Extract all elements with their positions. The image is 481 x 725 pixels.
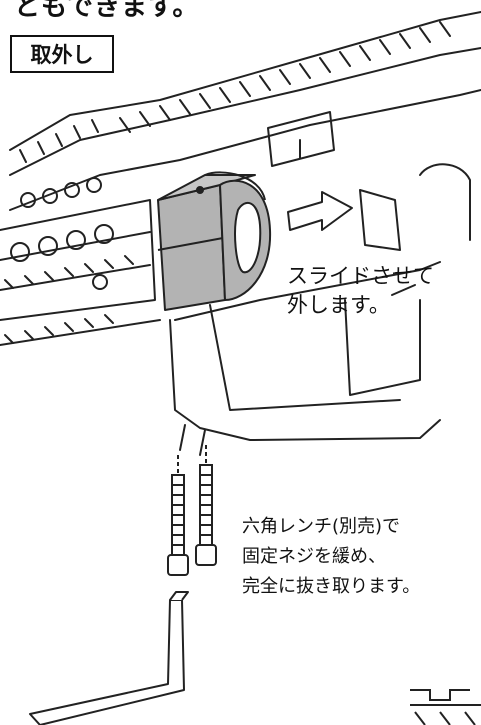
- hex-wrench-icon: [29, 591, 189, 725]
- slide-leader-line: [391, 284, 416, 296]
- wrench-caption: 六角レンチ(別売)で 固定ネジを緩め、 完全に抜き取ります。: [242, 512, 421, 602]
- screws-icon: [167, 445, 217, 576]
- section-label-removal: 取外し: [10, 35, 114, 73]
- handguard: [0, 177, 161, 346]
- corner-detail: [410, 689, 481, 725]
- slide-caption-line-1: スライドさせて: [287, 264, 434, 288]
- wrench-caption-line-1: 六角レンチ(別売)で: [242, 516, 401, 537]
- section-label-text: 取外し: [30, 43, 94, 67]
- screw-left: [167, 474, 189, 576]
- mount-block: [157, 171, 272, 311]
- slide-arrow-icon: [287, 191, 353, 231]
- top-cropped-text: ともできます。: [14, 0, 200, 22]
- lower-receiver: [169, 163, 471, 456]
- slide-caption-line-2: 外します。: [287, 293, 390, 317]
- screw-right: [195, 464, 217, 566]
- wrench-caption-line-2: 固定ネジを緩め、: [242, 546, 386, 567]
- ejection-port: [267, 111, 335, 167]
- upper-rail: [9, 11, 481, 211]
- wrench-caption-line-3: 完全に抜き取ります。: [242, 576, 421, 597]
- slide-caption: スライドさせて 外します。: [287, 262, 434, 320]
